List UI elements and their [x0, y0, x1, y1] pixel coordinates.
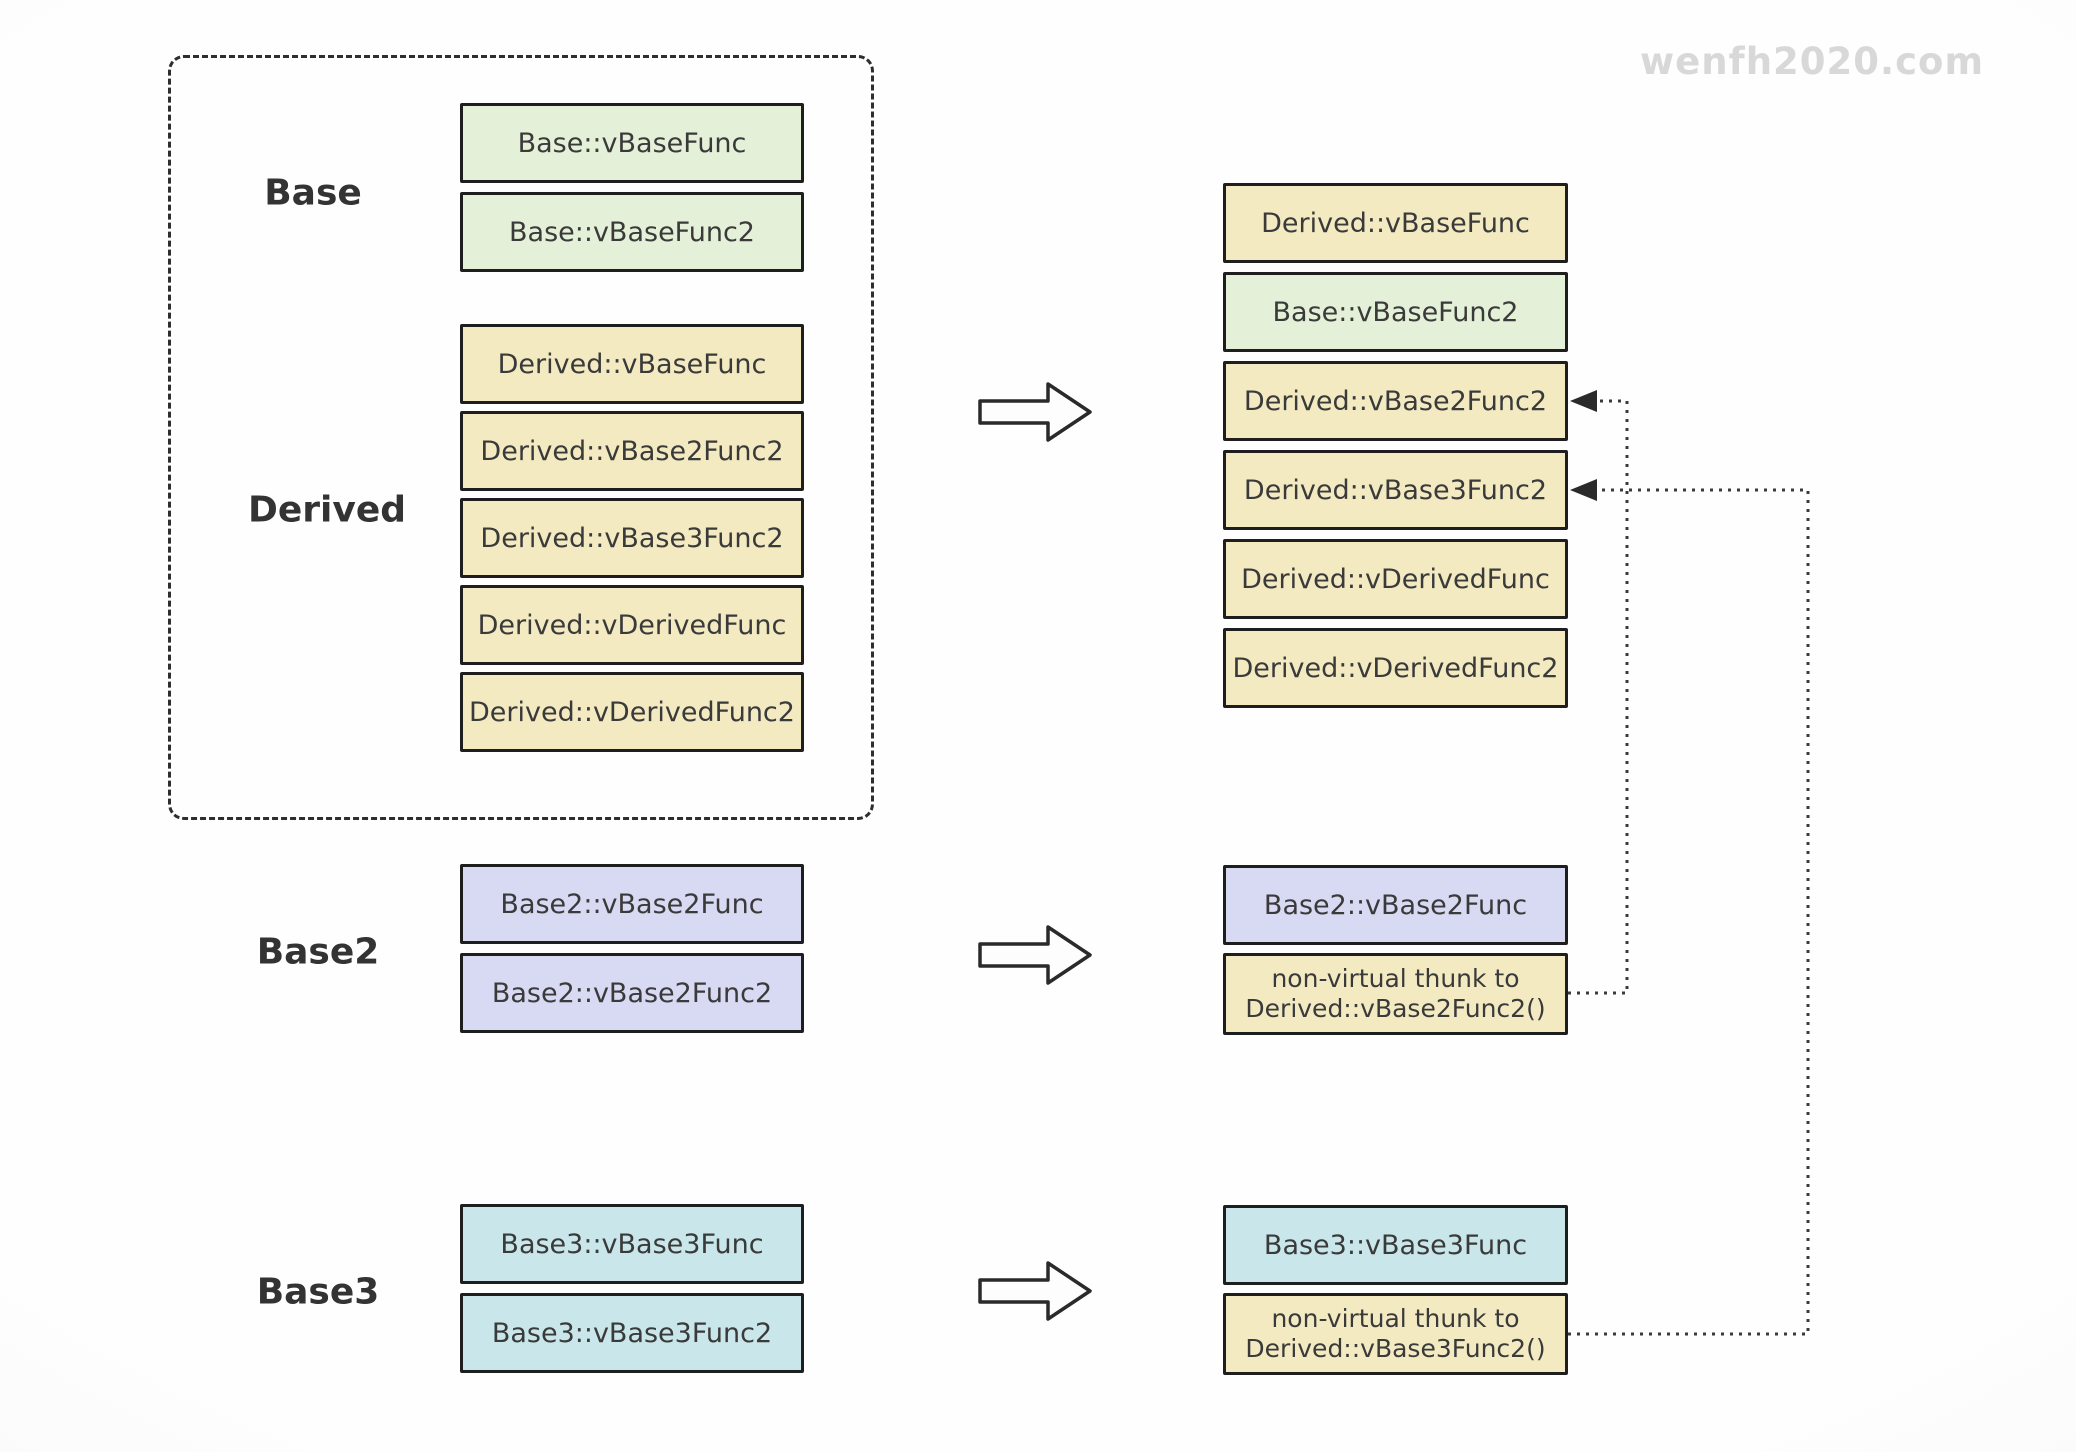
slot-derived-vderivedfunc2: Derived::vDerivedFunc2 — [460, 672, 804, 752]
thunk-text-line: non-virtual thunk to — [1271, 963, 1520, 993]
vtable-derived-slot-4: Derived::vDerivedFunc — [1223, 539, 1568, 619]
big-right-arrow-icon — [978, 925, 1092, 985]
slot-base3-vbase3func2: Base3::vBase3Func2 — [460, 1293, 804, 1373]
slot-base-vbasefunc: Base::vBaseFunc — [460, 103, 804, 183]
thunk-text-line: Derived::vBase2Func2() — [1245, 994, 1546, 1023]
slot-base-vbasefunc2: Base::vBaseFunc2 — [460, 192, 804, 272]
vtable-base3-thunk-slot: non-virtual thunk to Derived::vBase3Func… — [1223, 1293, 1568, 1375]
big-right-arrow-icon — [978, 1261, 1092, 1321]
slot-derived-vderivedfunc: Derived::vDerivedFunc — [460, 585, 804, 665]
label-base3: Base3 — [256, 1271, 380, 1313]
vtable-derived-slot-5: Derived::vDerivedFunc2 — [1223, 628, 1568, 708]
arrowhead-left-icon — [1570, 390, 1597, 412]
vtable-derived-slot-1: Base::vBaseFunc2 — [1223, 272, 1568, 352]
thunk-connector-base2 — [1568, 390, 1629, 995]
vtable-derived-slot-3: Derived::vBase3Func2 — [1223, 450, 1568, 530]
slot-derived-vbase2func2: Derived::vBase2Func2 — [460, 411, 804, 491]
vtable-base3-slot-0: Base3::vBase3Func — [1223, 1205, 1568, 1285]
thunk-text-line: non-virtual thunk to — [1271, 1303, 1520, 1333]
slot-base2-vbase2func2: Base2::vBase2Func2 — [460, 953, 804, 1033]
thunk-text-line: Derived::vBase3Func2() — [1245, 1334, 1546, 1363]
base-derived-frame — [168, 55, 874, 820]
slot-base2-vbase2func: Base2::vBase2Func — [460, 864, 804, 944]
vtable-derived-slot-0: Derived::vBaseFunc — [1223, 183, 1568, 263]
label-base: Base — [264, 172, 362, 214]
slot-derived-vbasefunc: Derived::vBaseFunc — [460, 324, 804, 404]
big-right-arrow-icon — [978, 382, 1092, 442]
vtable-base2-slot-0: Base2::vBase2Func — [1223, 865, 1568, 945]
slot-derived-vbase3func2: Derived::vBase3Func2 — [460, 498, 804, 578]
arrowhead-left-icon — [1570, 479, 1597, 501]
thunk-connector-base3 — [1568, 479, 1810, 1336]
label-base2: Base2 — [256, 931, 380, 973]
watermark-text: wenfh2020.com — [1640, 40, 1984, 83]
slot-base3-vbase3func: Base3::vBase3Func — [460, 1204, 804, 1284]
vtable-derived-slot-2: Derived::vBase2Func2 — [1223, 361, 1568, 441]
vtable-base2-thunk-slot: non-virtual thunk to Derived::vBase2Func… — [1223, 953, 1568, 1035]
label-derived: Derived — [247, 489, 407, 531]
